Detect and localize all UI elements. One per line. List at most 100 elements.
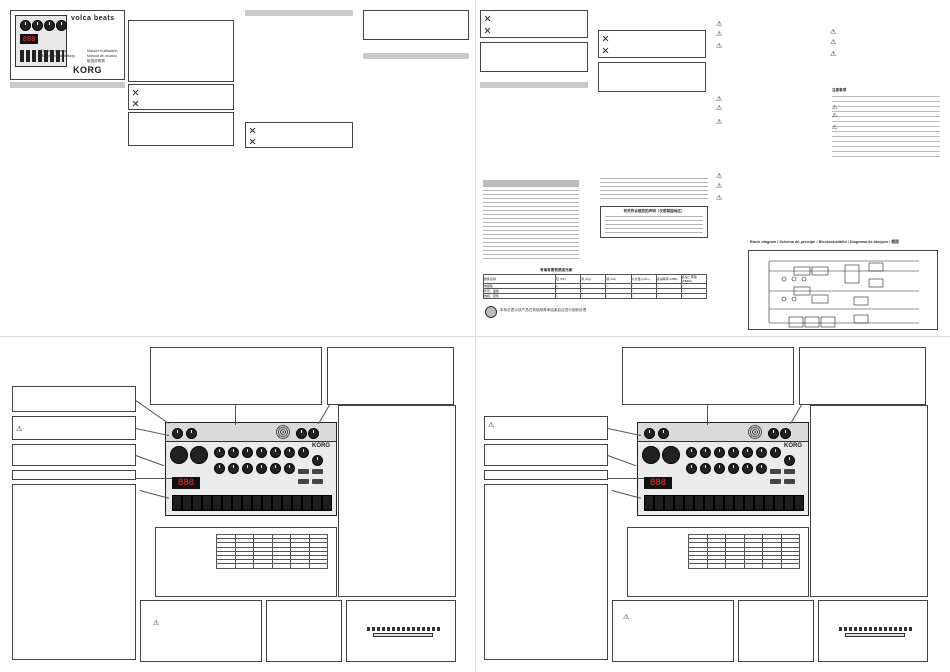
- callout-box: [12, 444, 136, 466]
- table-header-cell: 汞 (Hg): [580, 274, 607, 284]
- step-key[interactable]: [744, 495, 754, 511]
- step-key[interactable]: [322, 495, 332, 511]
- step-key[interactable]: [674, 495, 684, 511]
- step-key[interactable]: [212, 495, 222, 511]
- step-key[interactable]: [262, 495, 272, 511]
- step-key[interactable]: [764, 495, 774, 511]
- play-button[interactable]: [312, 479, 323, 484]
- step-key[interactable]: [272, 495, 282, 511]
- step-key[interactable]: [794, 495, 804, 511]
- section-divider: [245, 10, 353, 16]
- led-display: 888: [172, 477, 200, 489]
- korg-logo: KORG: [312, 443, 330, 449]
- warning-icon: ⚠: [716, 43, 723, 50]
- rec-button[interactable]: [784, 469, 795, 474]
- callout-leader: [235, 405, 236, 425]
- param-knob-icon: [756, 447, 767, 458]
- step-key[interactable]: [172, 495, 182, 511]
- step-key[interactable]: [704, 495, 714, 511]
- fcc-notice-box: 有关符合规范的声明（仅限美国地区）: [600, 206, 708, 238]
- sync-keys-strip: [839, 627, 913, 631]
- step-key[interactable]: [694, 495, 704, 511]
- recycle-bin-icon: [484, 15, 491, 22]
- step-key[interactable]: [182, 495, 192, 511]
- param-knob-icon: [298, 447, 309, 458]
- section-divider: [480, 82, 588, 88]
- sync-jack-icon: [296, 428, 307, 439]
- param-knob-icon: [728, 463, 739, 474]
- chinese-section-bar: [483, 180, 579, 187]
- warning-icon: ⚠: [16, 426, 23, 433]
- step-key[interactable]: [784, 495, 794, 511]
- step-key[interactable]: [714, 495, 724, 511]
- callout-box: ⚠: [612, 600, 734, 662]
- memory-button[interactable]: [770, 479, 781, 484]
- section-divider: [10, 82, 125, 88]
- chinese-caution-heading: 注意事项: [832, 88, 847, 92]
- fcc-notice-title: 有关符合规范的声明（仅限美国地区）: [623, 209, 685, 213]
- step-key[interactable]: [664, 495, 674, 511]
- param-knob-icon: [228, 447, 239, 458]
- param-knob-icon: [714, 447, 725, 458]
- step-key[interactable]: [312, 495, 322, 511]
- step-key[interactable]: [734, 495, 744, 511]
- warning-icon: ⚠: [623, 614, 630, 621]
- func-button[interactable]: [298, 469, 309, 474]
- warning-icon: ⚠: [488, 422, 495, 429]
- step-key[interactable]: [302, 495, 312, 511]
- step-key[interactable]: [222, 495, 232, 511]
- param-knob-icon: [686, 447, 697, 458]
- step-key[interactable]: [654, 495, 664, 511]
- cover-title-de: Bedienungsanleitung: [41, 54, 75, 58]
- block-diagram-title: Block diagram / Schéma du principe / Blo…: [750, 240, 899, 244]
- func-button[interactable]: [770, 469, 781, 474]
- param-knob-icon: [756, 463, 767, 474]
- callout-leader: [135, 455, 165, 467]
- warning-icon: ⚠: [832, 125, 838, 131]
- step-key[interactable]: [292, 495, 302, 511]
- volca-panel-left: KORG 888: [165, 422, 337, 516]
- callout-box: [155, 527, 337, 597]
- rec-button[interactable]: [312, 469, 323, 474]
- warning-icon: ⚠: [716, 96, 723, 103]
- table-header-cell: 多溴二苯醚 (PBDE): [680, 274, 708, 284]
- step-keys: [172, 495, 332, 511]
- precautions-box: [128, 20, 234, 82]
- step-key[interactable]: [242, 495, 252, 511]
- sync-keys-bar: [845, 633, 905, 637]
- step-key[interactable]: [232, 495, 242, 511]
- play-button[interactable]: [784, 479, 795, 484]
- step-key[interactable]: [202, 495, 212, 511]
- memory-button[interactable]: [298, 479, 309, 484]
- recycle-bin-icon: [484, 27, 491, 34]
- callout-leader: [136, 478, 172, 479]
- warning-icon: ⚠: [832, 105, 838, 111]
- cover-display: 888: [20, 34, 38, 44]
- section-divider: [363, 53, 469, 59]
- step-key[interactable]: [192, 495, 202, 511]
- korg-logo: KORG: [73, 65, 102, 75]
- step-key[interactable]: [774, 495, 784, 511]
- callout-leader: [707, 405, 708, 425]
- warning-icon: ⚠: [830, 29, 837, 36]
- callout-box: [627, 527, 809, 597]
- step-key[interactable]: [684, 495, 694, 511]
- step-key[interactable]: [282, 495, 292, 511]
- step-key[interactable]: [724, 495, 734, 511]
- warning-icon: ⚠: [716, 31, 723, 38]
- cover-product-name: volca beats: [71, 15, 115, 22]
- speaker-grille-icon: [276, 425, 290, 439]
- table-header-cell: 部件名称: [482, 274, 557, 284]
- sync-jack-icon: [780, 428, 791, 439]
- step-key[interactable]: [252, 495, 262, 511]
- cover-knob-icon: [20, 20, 31, 31]
- recycle-bin-icon: [602, 35, 609, 42]
- step-key[interactable]: [644, 495, 654, 511]
- param-knob-icon: [242, 447, 253, 458]
- table-cell: ○: [680, 293, 708, 299]
- callout-leader: [608, 478, 644, 479]
- table-header-cell: 铅 (Pb): [555, 274, 582, 284]
- block-diagram-frame: [748, 250, 938, 330]
- notice-box: [363, 10, 469, 40]
- step-key[interactable]: [754, 495, 764, 511]
